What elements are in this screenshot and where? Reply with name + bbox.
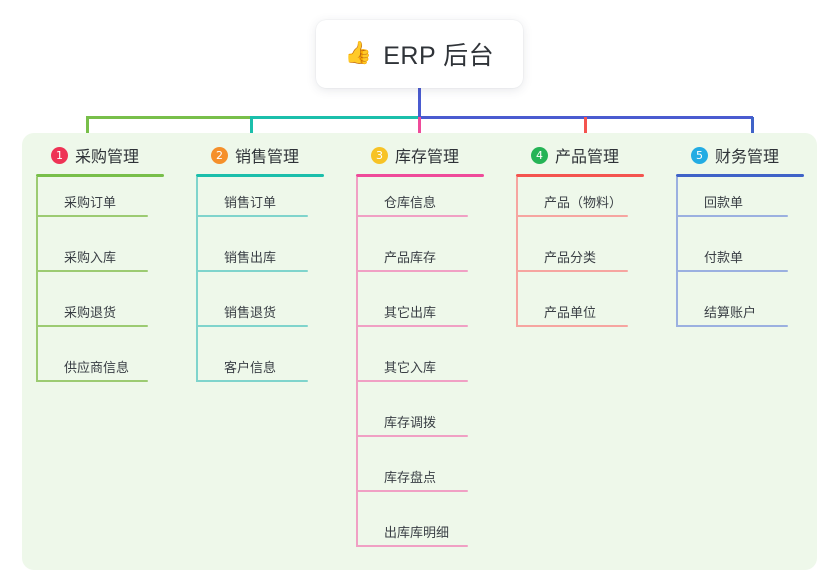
branch-index-badge: 4 xyxy=(531,146,548,164)
branch-header-rule xyxy=(676,174,804,177)
branch-leaf[interactable]: 产品库存 xyxy=(356,244,468,272)
branch-leaf-label: 销售退货 xyxy=(224,305,277,320)
branch-leaf[interactable]: 供应商信息 xyxy=(36,354,148,382)
branch-spine xyxy=(356,177,358,547)
branch-leaf-label: 其它入库 xyxy=(384,360,437,375)
branch-index-badge: 3 xyxy=(371,146,388,164)
thumbs-up-icon: 👍 xyxy=(344,41,373,66)
branch-index-badge: 5 xyxy=(691,146,708,164)
branch-header-rule xyxy=(36,174,164,177)
branch-leaf-rule xyxy=(196,270,308,272)
branch-header-rule xyxy=(356,174,484,177)
branch-leaf[interactable]: 产品单位 xyxy=(516,299,628,327)
diagram-panel xyxy=(22,133,817,570)
branch-leaf-label: 销售出库 xyxy=(224,250,277,265)
branch-leaf-rule xyxy=(356,545,468,547)
branch-leaf[interactable]: 出库库明细 xyxy=(356,519,468,547)
branch-leaf-label: 结算账户 xyxy=(704,305,757,320)
branch-title: 采购管理 xyxy=(75,149,140,166)
branch-column-2: 2 销售管理销售订单销售出库销售退货客户信息 xyxy=(196,133,356,382)
branch-leaf[interactable]: 库存盘点 xyxy=(356,464,468,492)
branch-header-3[interactable]: 3 库存管理 xyxy=(356,133,516,177)
branch-leaf[interactable]: 其它出库 xyxy=(356,299,468,327)
branch-header-rule xyxy=(516,174,644,177)
branch-leaf-label: 销售订单 xyxy=(224,195,277,210)
branch-header-2[interactable]: 2 销售管理 xyxy=(196,133,356,177)
branch-leaf-rule xyxy=(36,380,148,382)
branch-header-4[interactable]: 4 产品管理 xyxy=(516,133,676,177)
branch-leaf[interactable]: 产品（物料） xyxy=(516,189,628,217)
branch-header-1[interactable]: 1 采购管理 xyxy=(36,133,196,177)
branch-leaf-label: 其它出库 xyxy=(384,305,437,320)
branch-leaf[interactable]: 销售出库 xyxy=(196,244,308,272)
branch-leaf[interactable]: 仓库信息 xyxy=(356,189,468,217)
branch-leaf-label: 产品分类 xyxy=(544,250,597,265)
branch-spine xyxy=(196,177,198,382)
branch-leaf[interactable]: 销售订单 xyxy=(196,189,308,217)
branch-header-5[interactable]: 5 财务管理 xyxy=(676,133,836,177)
branch-leaf[interactable]: 回款单 xyxy=(676,189,788,217)
branch-title: 财务管理 xyxy=(715,149,780,166)
branch-leaf-rule xyxy=(36,325,148,327)
branch-leaf-label: 仓库信息 xyxy=(384,195,437,210)
root-node-content: 👍 ERP 后台 xyxy=(345,36,494,72)
branch-leaf-rule xyxy=(36,215,148,217)
branch-leaf[interactable]: 客户信息 xyxy=(196,354,308,382)
branch-column-3: 3 库存管理仓库信息产品库存其它出库其它入库库存调拨库存盘点出库库明细 xyxy=(356,133,516,547)
branch-leaf[interactable]: 采购订单 xyxy=(36,189,148,217)
branch-index-badge: 1 xyxy=(51,146,68,164)
branch-leaf-rule xyxy=(356,435,468,437)
branch-title: 产品管理 xyxy=(555,149,620,166)
branch-header-rule xyxy=(196,174,324,177)
branch-spine xyxy=(516,177,518,327)
branch-leaf-label: 采购退货 xyxy=(64,305,117,320)
branch-leaf-label: 库存盘点 xyxy=(384,470,437,485)
branch-spine xyxy=(36,177,38,382)
branch-leaf[interactable]: 采购退货 xyxy=(36,299,148,327)
branch-leaf[interactable]: 产品分类 xyxy=(516,244,628,272)
branch-leaf-label: 采购入库 xyxy=(64,250,117,265)
branch-leaf[interactable]: 付款单 xyxy=(676,244,788,272)
branch-leaf-rule xyxy=(356,490,468,492)
branch-leaf-rule xyxy=(676,270,788,272)
branch-leaf-label: 付款单 xyxy=(704,250,744,265)
branch-leaf-rule xyxy=(196,215,308,217)
branch-column-4: 4 产品管理产品（物料） 产品分类产品单位 xyxy=(516,133,676,327)
branch-leaf-label: 客户信息 xyxy=(224,360,277,375)
branch-leaf[interactable]: 销售退货 xyxy=(196,299,308,327)
branch-leaf-rule xyxy=(36,270,148,272)
branch-leaf-rule xyxy=(676,215,788,217)
branch-title: 库存管理 xyxy=(395,149,460,166)
branch-leaf-rule xyxy=(676,325,788,327)
branch-leaf-label: 产品单位 xyxy=(544,305,597,320)
branch-leaf-label: 供应商信息 xyxy=(64,360,130,375)
root-node-card[interactable]: 👍 ERP 后台 xyxy=(316,20,523,88)
branch-leaf-label: 库存调拨 xyxy=(384,415,437,430)
branch-leaf-label: 产品（物料） xyxy=(544,195,623,210)
branch-leaf-rule xyxy=(356,380,468,382)
branch-leaf-label: 出库库明细 xyxy=(384,525,450,540)
branch-leaf-rule xyxy=(196,380,308,382)
branch-title: 销售管理 xyxy=(235,149,300,166)
branch-column-5: 5 财务管理回款单付款单结算账户 xyxy=(676,133,836,327)
branch-columns: 1 采购管理采购订单采购入库采购退货供应商信息 2 销售管理销售订单销售出库销售退货客… xyxy=(22,133,817,570)
branch-leaf-rule xyxy=(516,215,628,217)
branch-column-1: 1 采购管理采购订单采购入库采购退货供应商信息 xyxy=(36,133,196,382)
branch-leaf[interactable]: 采购入库 xyxy=(36,244,148,272)
branch-spine xyxy=(676,177,678,327)
branch-leaf-label: 产品库存 xyxy=(384,250,437,265)
branch-leaf-rule xyxy=(356,325,468,327)
branch-leaf-label: 采购订单 xyxy=(64,195,117,210)
branch-leaf-rule xyxy=(196,325,308,327)
branch-index-badge: 2 xyxy=(211,146,228,164)
branch-leaf[interactable]: 结算账户 xyxy=(676,299,788,327)
branch-leaf-rule xyxy=(356,215,468,217)
branch-leaf-label: 回款单 xyxy=(704,195,744,210)
branch-leaf[interactable]: 其它入库 xyxy=(356,354,468,382)
branch-leaf-rule xyxy=(356,270,468,272)
branch-leaf-rule xyxy=(516,325,628,327)
branch-leaf[interactable]: 库存调拨 xyxy=(356,409,468,437)
branch-leaf-rule xyxy=(516,270,628,272)
root-node-title: ERP 后台 xyxy=(383,42,495,70)
